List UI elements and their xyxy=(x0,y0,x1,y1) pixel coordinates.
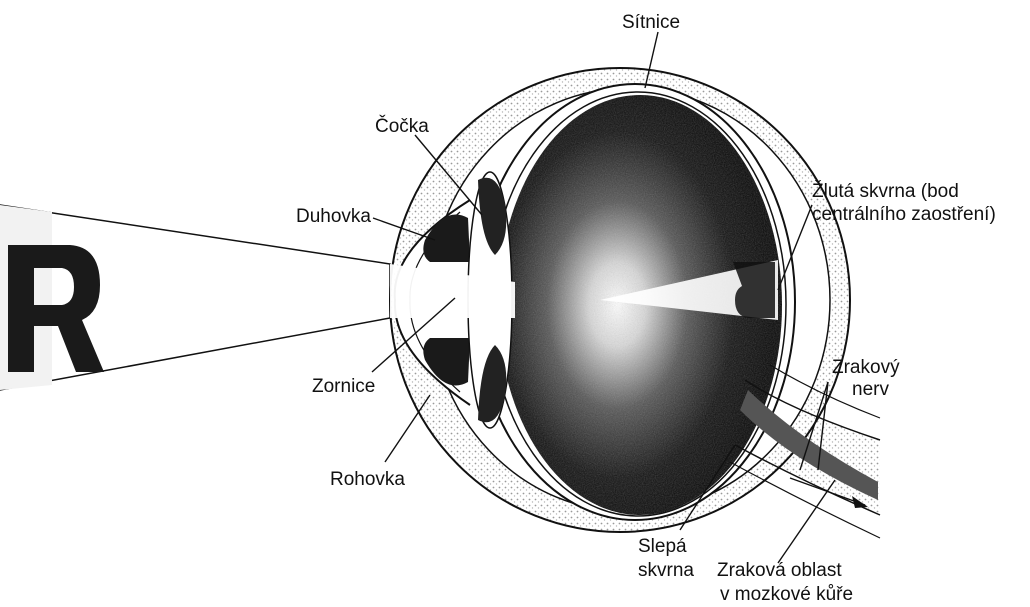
label-macula-line2: centrálního zaostření) xyxy=(812,204,996,225)
light-cone xyxy=(0,205,390,390)
label-blind-spot-line2: skvrna xyxy=(638,560,694,581)
label-blind-spot-line1: Slepá xyxy=(638,536,687,557)
retina-image-r xyxy=(733,262,775,318)
label-optic-nerve-line1: Zrakový xyxy=(832,357,900,378)
label-pupil: Zornice xyxy=(312,376,375,397)
label-macula-line1: Žlutá skvrna (bod xyxy=(812,180,959,202)
label-optic-nerve-line2: nerv xyxy=(852,379,889,400)
label-iris: Duhovka xyxy=(296,206,371,227)
label-cornea: Rohovka xyxy=(330,469,405,490)
leader-cornea xyxy=(385,395,430,462)
r-object-panel xyxy=(0,205,390,390)
label-visual-cortex-line2: v mozkové kůře xyxy=(720,584,853,605)
label-visual-cortex-line1: Zraková oblast xyxy=(717,560,842,581)
label-lens: Čočka xyxy=(375,115,429,137)
label-retina: Sítnice xyxy=(622,12,680,33)
eyeball xyxy=(390,68,880,538)
